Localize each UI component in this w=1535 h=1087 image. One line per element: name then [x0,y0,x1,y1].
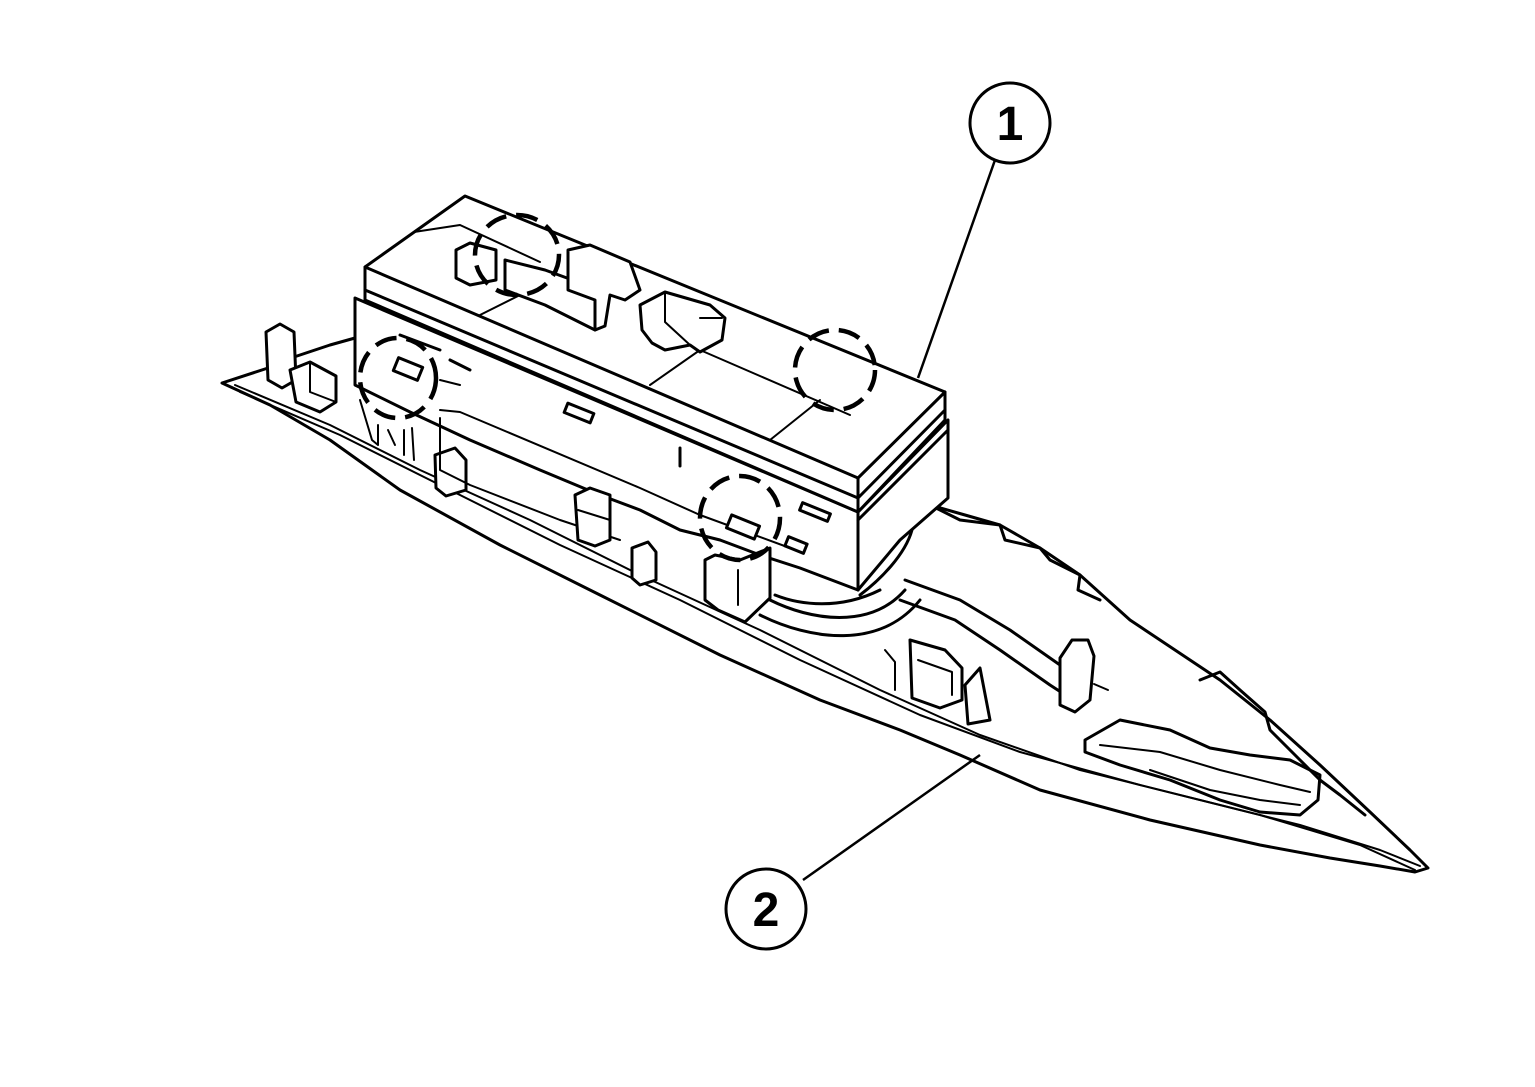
switch-module [353,194,950,624]
clip-marker-4 [697,473,783,563]
callout-1-label: 1 [997,98,1024,151]
clip-marker-2 [792,327,878,413]
clip-marker-1 [472,212,562,298]
callout-1-leader [916,159,997,379]
callout-1-circle [968,81,1052,165]
clip-marker-3 [357,335,439,421]
callout-2: 2 [724,753,981,951]
clip-locations [357,212,878,563]
callout-2-leader [802,753,981,882]
callout-1: 1 [916,81,1052,379]
callout-2-circle [724,867,808,951]
callout-2-label: 2 [753,884,780,937]
